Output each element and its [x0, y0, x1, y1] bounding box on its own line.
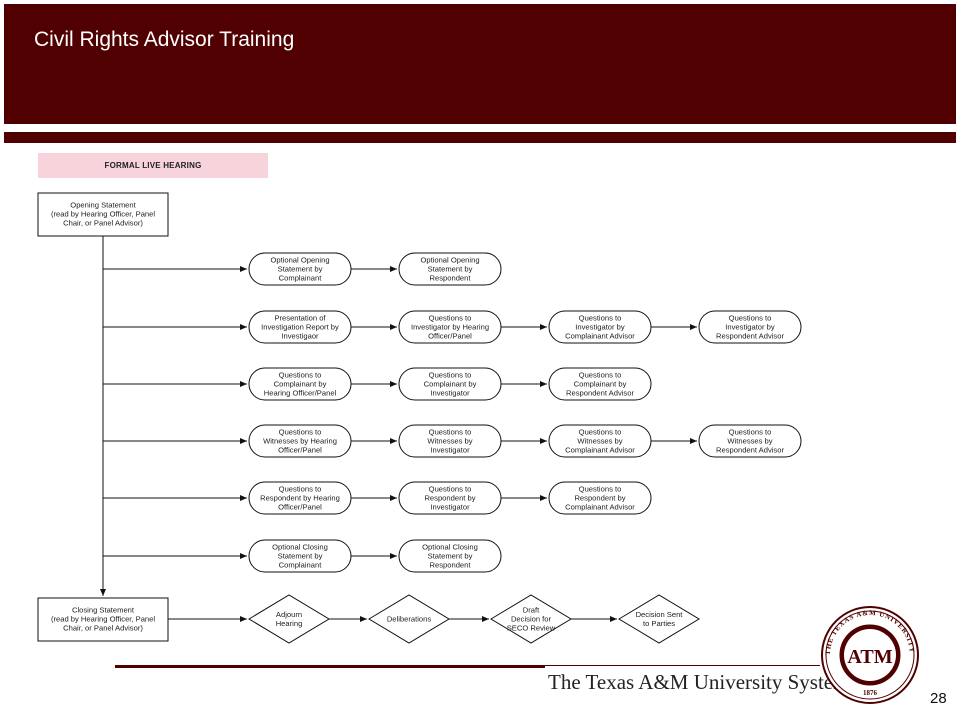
decision-3-line-1: Draft — [523, 606, 540, 615]
row-1-step-1-line-1: Optional Opening — [270, 256, 329, 265]
row-4-step-4-node — [698, 424, 802, 458]
section-banner: FORMAL LIVE HEARING — [38, 153, 268, 178]
row-3-step-3-line-1: Questions to — [579, 371, 622, 380]
row-2-step-3-line-1: Questions to — [579, 314, 622, 323]
row-5-step-3-line-1: Questions to — [579, 485, 622, 494]
row-3-step-3-node — [548, 367, 652, 401]
row-4-step-3-line-3: Complainant Advisor — [565, 446, 635, 455]
row-4-step-4-line-3: Respondent Advisor — [716, 446, 784, 455]
closing-statement-box — [37, 597, 169, 642]
row-4-step-2-line-2: Witnesses by — [427, 437, 472, 446]
seal-emblem: ATM — [847, 646, 892, 668]
decision-4-line-2: to Parties — [643, 619, 675, 628]
row-5-step-3-line-3: Complainant Advisor — [565, 503, 635, 512]
row-5-step-3-node — [548, 481, 652, 515]
header-rule — [4, 132, 956, 143]
footer-rule — [115, 665, 545, 668]
row-2-step-4-line-1: Questions to — [729, 314, 772, 323]
row-1-step-2-line-3: Respondent — [430, 274, 472, 283]
row-6-step-1-line-1: Optional Closing — [272, 543, 328, 552]
row-5-step-2-line-3: Investigator — [430, 503, 470, 512]
row-6-step-2-line-2: Statement by — [428, 552, 473, 561]
university-seal-icon: THE TEXAS A&M UNIVERSITY SYSTEM ATM 1876 — [818, 603, 919, 704]
title-bar: Civil Rights Advisor Training — [4, 4, 956, 124]
row-4-step-1-line-2: Witnesses by Hearing — [263, 437, 337, 446]
row-4-step-2-line-1: Questions to — [429, 428, 472, 437]
decision-1-line-1: Adjourn — [276, 610, 302, 619]
row-2-step-2-line-1: Questions to — [429, 314, 472, 323]
footer-system-name: The Texas A&M University System — [548, 670, 850, 694]
row-4-step-3-line-2: Witnesses by — [577, 437, 622, 446]
section-banner-label: FORMAL LIVE HEARING — [104, 161, 202, 170]
row-4-step-1-line-1: Questions to — [279, 428, 322, 437]
opening-statement-line-2: (read by Hearing Officer, Panel — [51, 210, 155, 219]
row-4-step-2-line-3: Investigator — [430, 446, 470, 455]
row-3-step-2-line-3: Investigator — [430, 389, 470, 398]
row-1-step-1-line-3: Complainant — [279, 274, 323, 283]
decision-3-line-3: SECO Review — [507, 624, 556, 633]
opening-statement-line-1: Opening Statement — [70, 201, 136, 210]
row-2-step-1-line-1: Presentation of — [274, 314, 326, 323]
closing-statement-line-3: Chair, or Panel Advisor) — [63, 624, 143, 633]
opening-statement-line-3: Chair, or Panel Advisor) — [63, 219, 143, 228]
footer-rule-thin — [545, 665, 820, 666]
row-2-step-3-line-3: Complainant Advisor — [565, 332, 635, 341]
decision-2-line-1: Deliberations — [387, 615, 432, 624]
row-3-step-1-line-2: Complainant by — [274, 380, 327, 389]
row-1-step-1-line-2: Statement by — [278, 265, 323, 274]
row-2-step-1-line-3: Investigaor — [281, 332, 319, 341]
row-1-step-2-line-1: Optional Opening — [420, 256, 479, 265]
row-4-step-1-line-3: Officer/Panel — [278, 446, 322, 455]
row-3-step-1-line-3: Hearing Officer/Panel — [264, 389, 337, 398]
slide-title: Civil Rights Advisor Training — [34, 28, 295, 51]
row-5-step-1-line-3: Officer/Panel — [278, 503, 322, 512]
row-3-step-3-line-3: Respondent Advisor — [566, 389, 634, 398]
row-6-step-1-line-2: Statement by — [278, 552, 323, 561]
row-4-step-3-line-1: Questions to — [579, 428, 622, 437]
row-5-step-2-line-2: Respondent by — [424, 494, 475, 503]
row-3-step-2-line-2: Complainant by — [424, 380, 477, 389]
decision-3-line-2: Decision for — [511, 615, 552, 624]
row-6-step-2-node — [398, 539, 502, 573]
row-2-step-2-line-3: Officer/Panel — [428, 332, 472, 341]
row-5-step-1-line-2: Respondent by Hearing — [260, 494, 340, 503]
closing-statement-line-2: (read by Hearing Officer, Panel — [51, 615, 155, 624]
row-2-step-2-line-2: Investigator by Hearing — [411, 323, 489, 332]
decision-4-line-1: Decision Sent — [636, 610, 684, 619]
decision-1-line-2: Hearing — [276, 619, 303, 628]
row-2-step-1-line-2: Investigation Report by — [261, 323, 339, 332]
row-2-step-4-line-2: Investigator by — [725, 323, 775, 332]
row-6-step-2-line-3: Respondent — [430, 561, 472, 570]
row-4-step-4-line-2: Witnesses by — [727, 437, 772, 446]
page-number: 28 — [930, 690, 947, 707]
row-6-step-2-line-1: Optional Closing — [422, 543, 478, 552]
row-2-step-3-line-2: Investigator by — [575, 323, 625, 332]
row-6-step-1-line-3: Complainant — [279, 561, 323, 570]
row-5-step-1-line-1: Questions to — [279, 485, 322, 494]
row-2-step-4-line-3: Respondent Advisor — [716, 332, 784, 341]
row-3-step-3-line-2: Complainant by — [574, 380, 627, 389]
row-2-step-4-node — [698, 310, 802, 344]
row-4-step-4-line-1: Questions to — [729, 428, 772, 437]
row-5-step-3-line-2: Respondent by — [574, 494, 625, 503]
row-3-step-1-line-1: Questions to — [279, 371, 322, 380]
closing-statement-line-1: Closing Statement — [72, 606, 135, 615]
decision-4-node — [618, 594, 700, 644]
row-1-step-2-node — [398, 252, 502, 286]
seal-year: 1876 — [863, 689, 878, 697]
row-1-step-2-line-2: Statement by — [428, 265, 473, 274]
row-5-step-2-line-1: Questions to — [429, 485, 472, 494]
row-3-step-2-line-1: Questions to — [429, 371, 472, 380]
